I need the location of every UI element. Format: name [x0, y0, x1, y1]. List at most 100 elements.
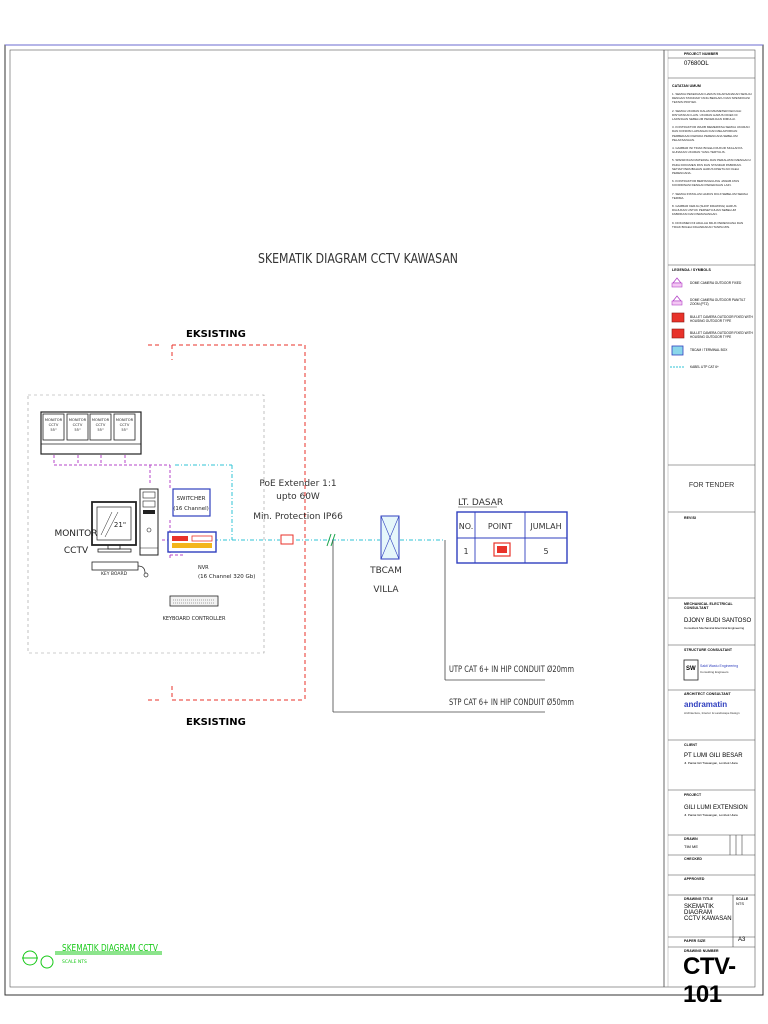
legend-tbcam-icon — [671, 345, 684, 356]
structure-name: Sakti Wastu Engineering — [700, 664, 739, 668]
floor-label: LT. DASAR — [458, 498, 503, 508]
monitor-2 — [66, 413, 89, 441]
keyboard-controller-label: KEYBOARD CONTROLLER — [163, 616, 226, 622]
revision-label: REVISI — [684, 516, 697, 520]
table-cell-jumlah: 5 — [543, 547, 548, 556]
keyboard-controller — [169, 595, 219, 607]
keyboard — [91, 561, 149, 578]
legend-label: LEGENDA / SYMBOLS — [672, 268, 711, 272]
client-name: PT LUMI GILI BESAR — [684, 753, 743, 759]
monitor-4 — [113, 413, 136, 441]
structure-sub: Consulting Engineers — [700, 670, 729, 674]
drawing-title-block: DRAWING TITLE SKEMATIK DIAGRAM CCTV KAWA… — [684, 897, 732, 922]
table-header-point: POINT — [488, 522, 512, 531]
legend-item: KABEL UTP CAT 6+ — [690, 365, 719, 369]
legend-item: BULLET CAMERA OUTDOOR FIXED WITH HOUSING… — [690, 331, 753, 339]
tbcam-villa-label: VILLA — [373, 585, 399, 595]
conduit-lines — [332, 540, 545, 713]
monitor-1 — [42, 413, 65, 441]
monitor-label: 55" — [121, 428, 128, 432]
monitor-label: CCTV — [49, 423, 59, 427]
screen-size: 21" — [114, 521, 126, 529]
monitor-label: 55" — [97, 428, 104, 432]
project-name: GILI LUMI EXTENSION — [684, 805, 748, 811]
scale-value: NTS — [736, 901, 744, 906]
note-item: 1. SEMUA PEKERJAAN HARUS DILAKSANAKAN SE… — [672, 92, 752, 105]
drawing-title-2: CCTV KAWASAN — [684, 916, 732, 922]
note-item: 4. GAMBAR INI TIDAK BOLEH DIUKUR SKALANY… — [672, 146, 744, 155]
footer-drawing-symbol — [22, 950, 162, 969]
footer-title: SKEMATIK DIAGRAM CCTV — [62, 943, 158, 954]
keyboard-label: KEY BOARD — [101, 571, 128, 577]
nvr-label-2: (16 Channel 320 Gb) — [198, 574, 255, 580]
cpu-tower — [139, 488, 159, 556]
project-sub: Jl. Pantai Gili Trawangan, Lombok Utara — [684, 813, 738, 817]
me-consultant-block: MECHANICAL ELECTRICAL CONSULTANT DJONY B… — [684, 602, 754, 630]
note-item: 2. SEMUA UKURAN DALAM MILIMETER KECUALI … — [672, 108, 742, 122]
poe-line2: upto 60W — [276, 492, 320, 502]
table-cell-no: 1 — [463, 547, 468, 556]
note-item: 8. GAMBAR KERJA (SHOP DRAWING) HARUS DIA… — [672, 204, 737, 217]
monitor-cctv-label-2: CCTV — [64, 546, 89, 556]
pc-monitor — [91, 501, 137, 553]
footer-scale: SCALE NTS — [62, 959, 87, 965]
project-number: 07680OL — [684, 61, 709, 67]
monitor-cctv-label-1: MONITOR — [54, 529, 97, 539]
monitor-label: CCTV — [96, 423, 106, 427]
note-item: 7. SEMUA INSTALASI HARUS DIUJI SEBELUM S… — [672, 191, 748, 200]
project-label: PROJECT — [684, 793, 702, 797]
drawing-number-label: DRAWING NUMBER — [684, 949, 719, 953]
drawing-title-1: SKEMATIK DIAGRAM — [684, 904, 714, 916]
paper-size-label: PAPER SIZE — [684, 939, 706, 943]
legend-item: TBCAM / TERMINAL BOX — [690, 348, 728, 352]
monitor-label: MONITOR — [92, 418, 110, 422]
utp-label: UTP CAT 6+ IN HIP CONDUIT Ø20mm — [449, 664, 574, 675]
monitor-label: CCTV — [120, 423, 130, 427]
tbcam-label: TBCAM — [369, 566, 402, 576]
approved-label: APPROVED — [684, 877, 705, 881]
project-number-label: PROJECT NUMBER — [684, 52, 719, 56]
monitor-label: MONITOR — [45, 418, 63, 422]
note-item: 6. KONTRAKTOR BERTANGGUNG JAWAB ATAS KOO… — [672, 179, 740, 188]
notes-list: 1. SEMUA PEKERJAAN HARUS DILAKSANAKAN SE… — [672, 92, 752, 229]
andramatin-logo: andramatin — [684, 700, 728, 709]
drawing-number: CTV-101 — [683, 953, 736, 1008]
table-header-no: NO. — [459, 522, 474, 531]
monitor-label: 55" — [50, 428, 57, 432]
for-tender-stamp: FOR TENDER — [688, 482, 735, 489]
monitor-label: CCTV — [73, 423, 83, 427]
legend-dome-ptz-icon — [671, 295, 683, 306]
me-consultant-sub: Consultant Mechanical Electrical Enginee… — [684, 626, 745, 630]
client-label: CLIENT — [684, 743, 698, 747]
titleblock-lines — [668, 57, 755, 948]
eksisting-top-label: EKSISTING — [186, 329, 246, 340]
me-consultant-label: MECHANICAL ELECTRICAL CONSULTANT — [684, 602, 733, 610]
nvr-device — [167, 531, 217, 553]
client-sub: Jl. Pantai Gili Trawangan, Lombok Utara — [684, 761, 738, 765]
control-room-boundary — [27, 394, 265, 654]
drawing-title-label: DRAWING TITLE — [684, 897, 713, 901]
legend-item: DOME CAMERA OUTDOOR FIXED — [690, 281, 742, 285]
note-item: 5. SPESIFIKASI MATERIAL DAN PERALATAN ME… — [672, 158, 751, 176]
general-notes: CATATAN UMUM 1. SEMUA PEKERJAAN HARUS DI… — [672, 84, 752, 233]
monitor-label: MONITOR — [69, 418, 87, 422]
project-block: PROJECT GILI LUMI EXTENSION Jl. Pantai G… — [684, 793, 754, 817]
monitor-label: MONITOR — [116, 418, 134, 422]
client-block: CLIENT PT LUMI GILI BESAR Jl. Pantai Gil… — [684, 743, 754, 765]
checked-label: CHECKED — [684, 857, 703, 861]
poe-line1: PoE Extender 1:1 — [259, 479, 336, 489]
inner-border — [9, 49, 756, 988]
scale-label: SCALE — [736, 897, 749, 901]
switcher-box — [172, 488, 211, 517]
note-item: 3. KONTRAKTOR WAJIB MEMERIKSA SEMUA UKUR… — [672, 125, 750, 142]
project-number-block: PROJECT NUMBER 07680OL — [684, 52, 754, 67]
legend-item: DOME CAMERA OUTDOOR PAN/TILT ZOOM (PTZ) — [690, 298, 746, 306]
note-item: 9. DOKUMEN INI ADALAH MILIK PERENCANA DA… — [672, 220, 744, 229]
monitor-label: 55" — [74, 428, 81, 432]
cyan-trunk — [175, 464, 445, 541]
monitor-wall-frame — [40, 411, 142, 455]
sw-logo: SW — [686, 666, 696, 672]
legend-bullet-camera-2-icon — [671, 328, 685, 339]
point-table — [456, 511, 568, 564]
